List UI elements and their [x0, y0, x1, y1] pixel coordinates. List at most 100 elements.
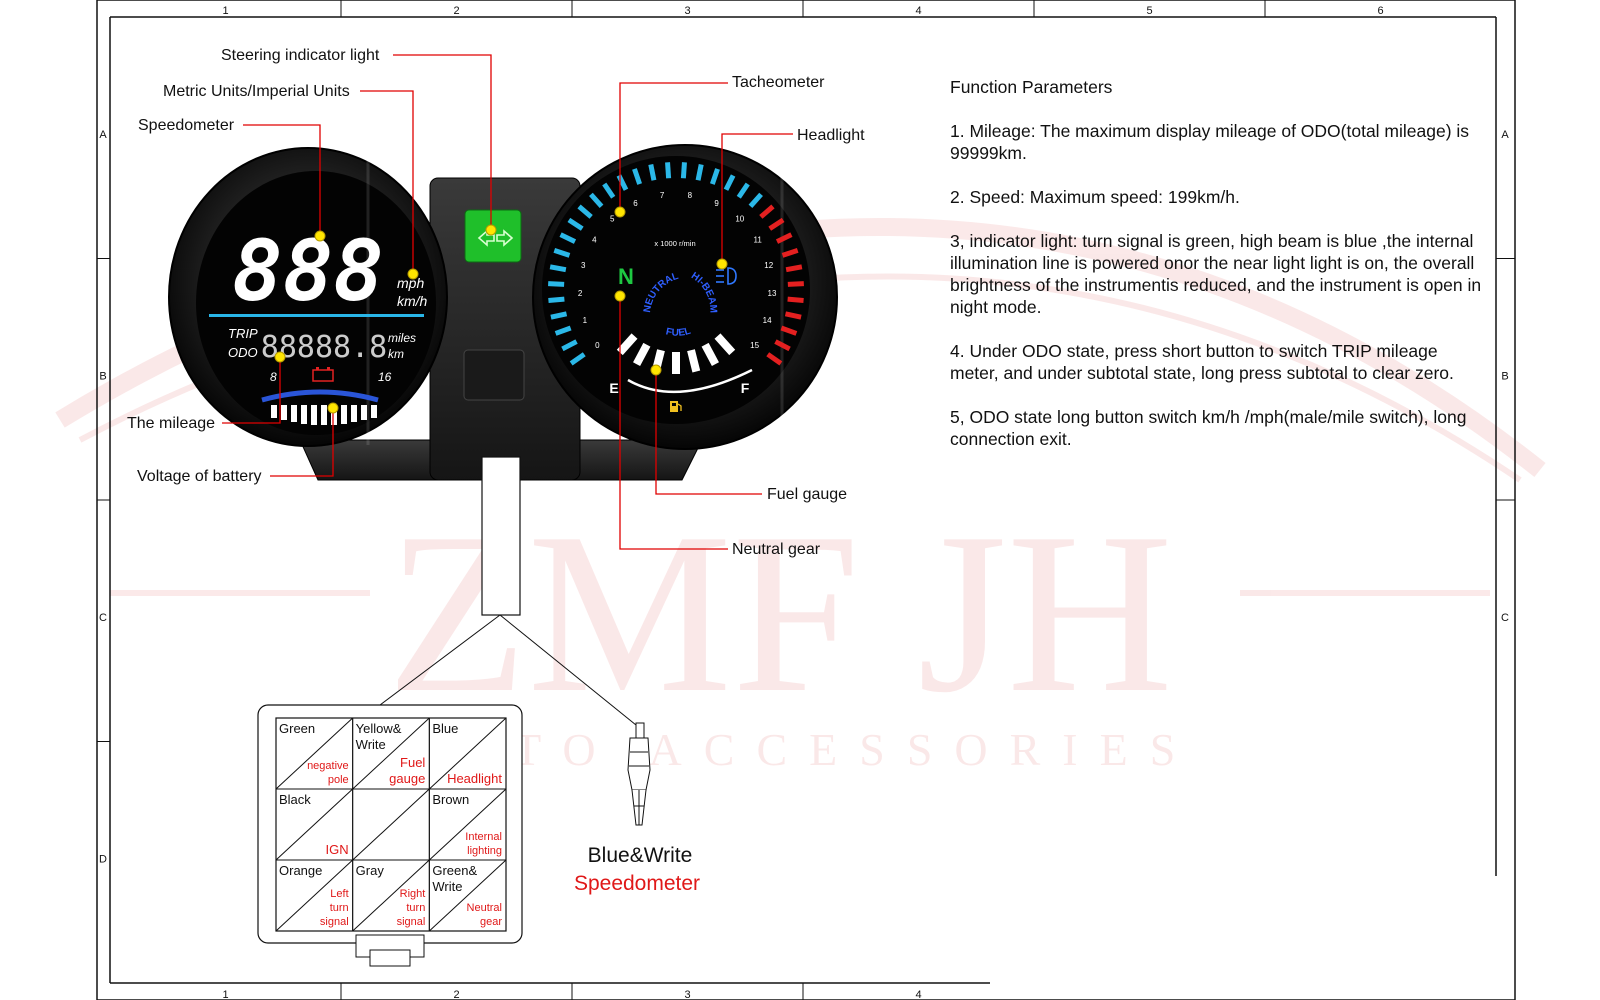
callout-leader — [360, 90, 414, 274]
rpm-scale-label: 0 — [595, 341, 600, 350]
rpm-tick — [548, 296, 565, 303]
fuel-pump-icon — [670, 401, 682, 412]
connector-pin-function: gauge — [389, 771, 425, 786]
rpm-tick — [768, 217, 785, 231]
callout-markers — [274, 206, 728, 414]
connector-pin-function: signal — [397, 916, 426, 928]
rpm-tick — [561, 339, 578, 352]
callout-leader — [619, 296, 728, 550]
connector-wire-color: Write — [432, 879, 462, 894]
battery-bar — [371, 405, 377, 418]
rpm-tick — [759, 204, 775, 219]
connector-pin-function: gear — [480, 916, 502, 928]
callout-marker-dot — [614, 206, 626, 218]
sensor-function-label: Speedometer — [574, 872, 700, 895]
battery-bar — [281, 405, 287, 420]
rpm-tick — [548, 281, 565, 287]
fuel-dial-arc — [627, 368, 753, 394]
unit-kmh: km/h — [397, 293, 428, 309]
center-panel-slot — [463, 349, 525, 401]
rpm-tick — [559, 232, 577, 244]
fuel-full-label: F — [741, 380, 750, 396]
battery-bar — [311, 405, 317, 425]
rpm-unit-label: x 1000 r/min — [654, 239, 695, 248]
callout-leader — [243, 124, 321, 236]
connector-pin-function: Headlight — [447, 771, 502, 786]
battery-bar — [361, 405, 367, 420]
rpm-scale-label: 3 — [581, 261, 586, 270]
battery-icon — [312, 367, 334, 382]
battery-bar — [331, 405, 337, 425]
callout-marker-dot — [716, 258, 728, 270]
connector-pin-function: pole — [328, 774, 349, 786]
rpm-tick — [787, 296, 804, 303]
connector-pin-function: Fuel — [400, 755, 425, 770]
connector-wire-color: Blue — [432, 721, 458, 736]
rpm-tick — [723, 174, 736, 191]
rpm-scale-label: 6 — [633, 199, 638, 208]
battery-bar — [321, 405, 327, 425]
battery-bar — [341, 405, 347, 424]
callout-marker-dot — [407, 268, 419, 280]
callout-leaders — [222, 54, 793, 550]
battery-bar — [271, 405, 277, 418]
unit-mph: mph — [397, 275, 424, 291]
rpm-tick — [680, 162, 687, 179]
trip-label: TRIP — [228, 326, 258, 341]
harness-trunk — [481, 456, 521, 616]
battery-max-label: 16 — [378, 370, 392, 384]
frame-column-label-bottom: 2 — [453, 989, 459, 1000]
callout-speedometer: Speedometer — [138, 117, 235, 134]
callout-leader — [619, 82, 728, 212]
rpm-scale-label: 1 — [583, 316, 588, 325]
headlight-icon — [716, 267, 737, 285]
frame-row-label: B — [99, 370, 106, 382]
left-dial-face — [196, 171, 436, 435]
rpm-tick — [748, 192, 763, 208]
battery-min-label: 8 — [270, 370, 277, 384]
rpm-tick — [567, 217, 584, 231]
rpm-tick — [781, 248, 799, 258]
frame-column-label: 1 — [222, 5, 228, 17]
callout-marker-dot — [650, 364, 662, 376]
rpm-tick — [602, 182, 616, 199]
callout-headlight: Headlight — [797, 127, 865, 144]
callout-battery: Voltage of battery — [137, 468, 262, 485]
frame-column-label: 4 — [915, 5, 921, 17]
connector-pin-function: Neutral — [467, 902, 502, 914]
fuel-bar — [687, 349, 701, 373]
parameters-title: Function Parameters — [950, 77, 1113, 97]
connector-pin-function: negative — [307, 760, 349, 772]
connector-pin-function: turn — [406, 902, 425, 914]
frame-row-label-right: A — [1501, 129, 1509, 141]
rpm-tick — [569, 352, 586, 366]
tachometer-ticks — [548, 162, 804, 366]
connector-pin-function: IGN — [326, 842, 349, 857]
speed-divider — [209, 314, 424, 317]
callout-leader — [393, 54, 492, 230]
callout-marker-dot — [314, 230, 326, 242]
callout-tachometer: Tacheometer — [732, 74, 825, 91]
connector-pin-function: Left — [330, 888, 348, 900]
callout-mileage: The mileage — [127, 415, 215, 432]
rpm-tick — [577, 204, 593, 219]
rpm-tick — [787, 281, 804, 287]
connector-wire-color: Green — [279, 721, 315, 736]
callout-marker-dot — [274, 351, 286, 363]
rpm-scale-label: 2 — [578, 289, 583, 298]
rpm-tick — [766, 352, 783, 366]
function-parameters: Function Parameters 1. Mileage: The maxi… — [950, 76, 1490, 472]
steering-indicator-light — [464, 209, 522, 263]
rpm-tick — [589, 192, 604, 208]
rpm-tick — [785, 264, 803, 273]
rpm-scale-label: 14 — [763, 316, 772, 325]
callout-leader — [721, 133, 793, 264]
frame-column-label: 6 — [1377, 5, 1383, 17]
frame-column-label: 5 — [1146, 5, 1152, 17]
